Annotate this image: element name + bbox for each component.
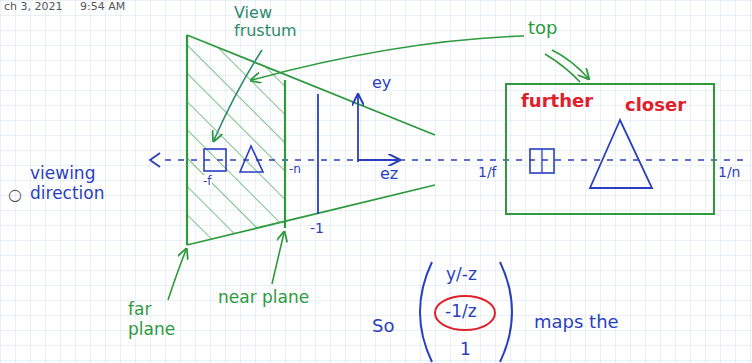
near-plane-line	[284, 80, 286, 228]
frustum-label: View frustum	[234, 4, 304, 41]
frustum-edge	[187, 35, 435, 135]
matrix-bracket	[420, 262, 432, 362]
plane-label: near plane	[218, 288, 309, 308]
matrix-entry: -1/z	[445, 302, 477, 322]
leader-arrow	[214, 50, 262, 140]
axis-label: ey	[372, 74, 391, 92]
triangle-object	[590, 120, 652, 188]
coordinate-label: 1/f	[478, 164, 497, 180]
date-stamp: ch 3, 2021	[4, 1, 63, 14]
coordinate-label: -n	[289, 163, 301, 177]
hatched-frustum	[187, 35, 285, 245]
unit-plane-line	[317, 94, 319, 214]
matrix-bracket	[500, 262, 512, 362]
list-bullet: ○	[8, 186, 22, 204]
z-axis-arrow	[358, 159, 398, 161]
note-text: So	[372, 316, 394, 337]
matrix-entry: 1	[460, 340, 471, 360]
axis-label: ez	[380, 165, 398, 183]
time-stamp: 9:54 AM	[80, 1, 125, 14]
leader-arrow	[552, 50, 588, 78]
triangle-object	[240, 146, 263, 172]
far-plane-line	[186, 35, 188, 245]
frustum-edge	[187, 185, 435, 245]
top-view-box: further closer	[505, 83, 715, 215]
coordinate-label: 1/n	[718, 164, 741, 180]
direction-label: viewing direction	[30, 164, 130, 203]
square-object	[541, 149, 542, 173]
highlight-circle	[435, 296, 495, 330]
y-axis-arrow	[357, 96, 359, 162]
coordinate-label: -1	[310, 220, 324, 236]
square-object	[204, 149, 226, 171]
plane-label: far plane	[128, 300, 188, 339]
leader-arrow	[545, 54, 580, 82]
direction-arrowhead	[150, 153, 160, 167]
square-object	[530, 149, 554, 173]
coordinate-label: -f	[203, 175, 212, 189]
leader-arrow	[272, 233, 284, 284]
matrix-entry: y/-z	[446, 265, 477, 285]
node-heading: further	[521, 91, 593, 111]
leader-arrow	[168, 250, 186, 300]
viewing-axis	[165, 159, 748, 161]
note-text: maps the	[534, 312, 619, 333]
top-label: top	[528, 18, 558, 39]
node-heading: closer	[625, 95, 686, 115]
